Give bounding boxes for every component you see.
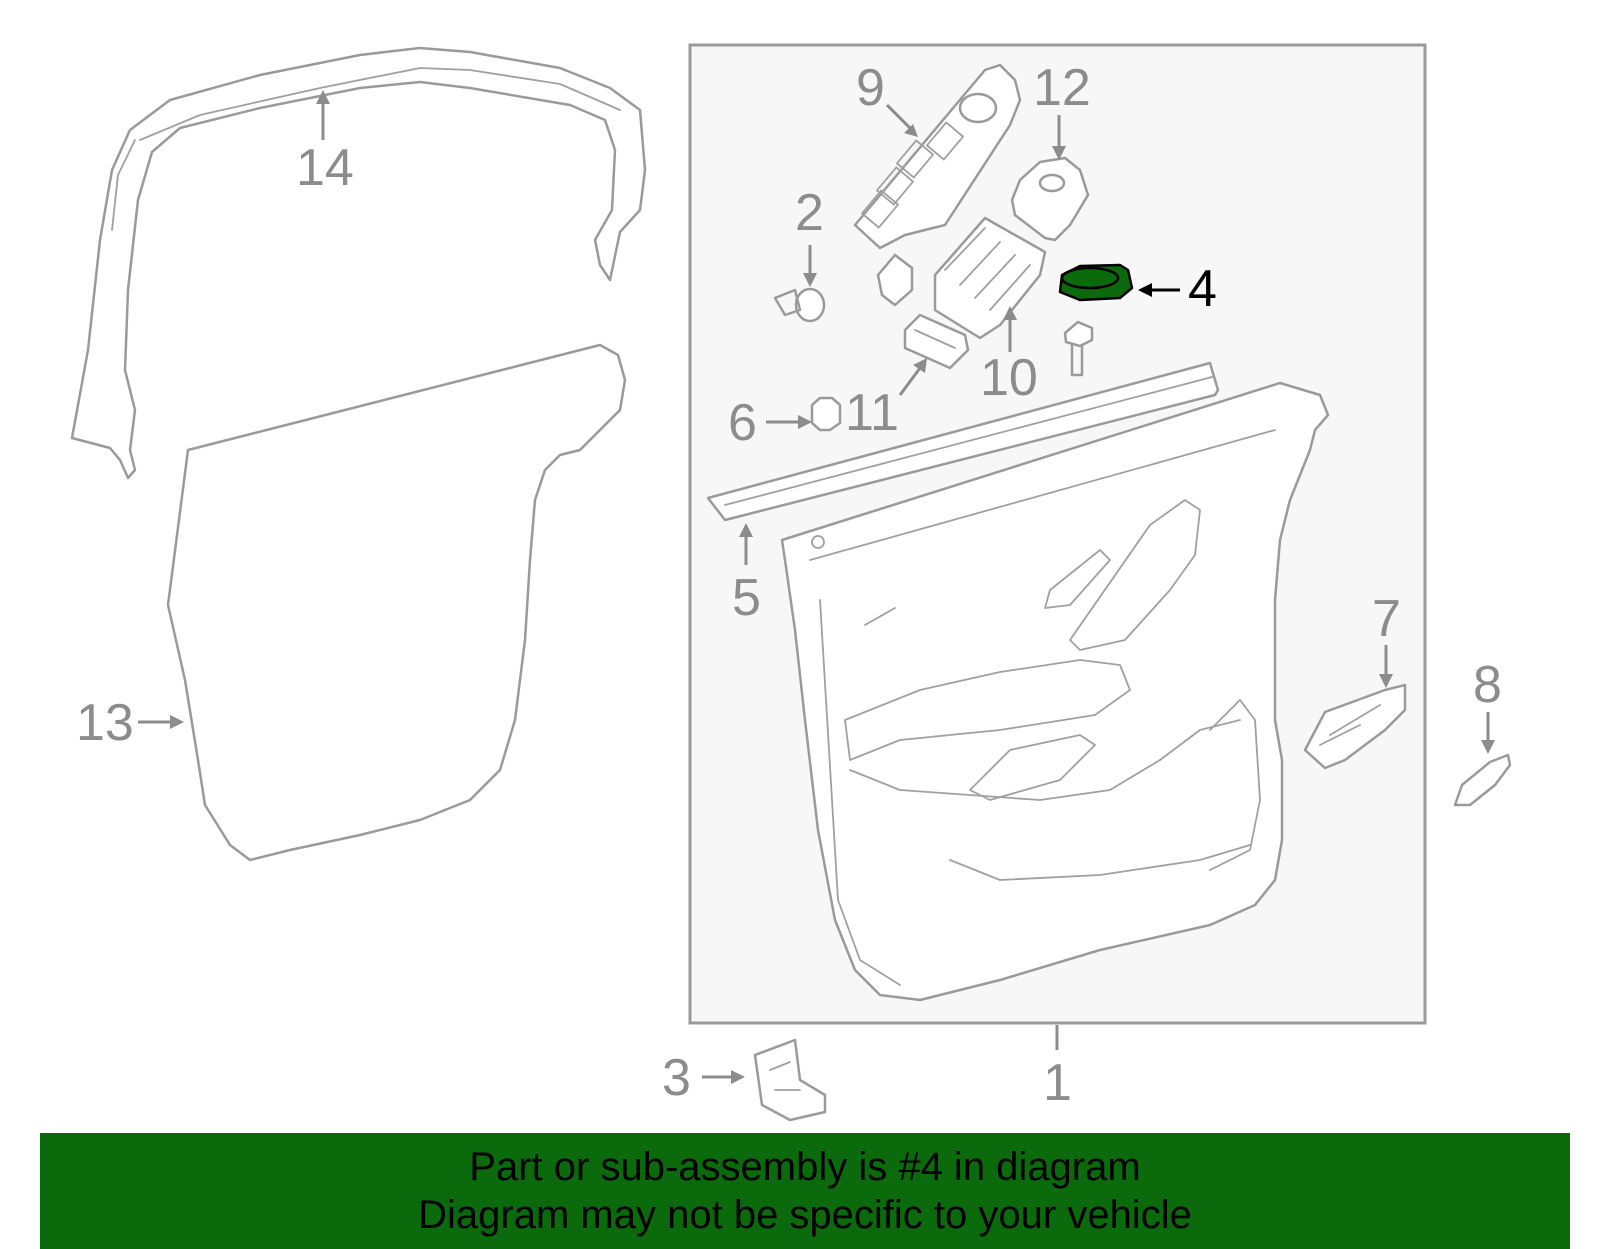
callout-5: 5 bbox=[732, 569, 761, 627]
callout-4-arrowhead bbox=[1138, 283, 1152, 297]
callout-13-arrowhead bbox=[170, 715, 184, 729]
part-info-banner: Part or sub-assembly is #4 in diagram Di… bbox=[40, 1133, 1570, 1249]
callout-5-arrowhead bbox=[739, 523, 753, 537]
part-5-belt-strip[interactable] bbox=[706, 361, 1220, 522]
banner-line-1: Part or sub-assembly is #4 in diagram bbox=[469, 1145, 1141, 1189]
callout-7: 7 bbox=[1372, 590, 1401, 648]
callout-2-arrowhead bbox=[803, 273, 817, 287]
callout-4: 4 bbox=[1188, 260, 1217, 318]
banner-line-2: Diagram may not be specific to your vehi… bbox=[418, 1193, 1192, 1237]
callout-11-arrowhead bbox=[913, 358, 927, 373]
part-2-push-pin[interactable] bbox=[773, 287, 826, 323]
callout-3: 3 bbox=[662, 1049, 691, 1107]
callout-12: 12 bbox=[1033, 59, 1091, 117]
callout-12-arrowhead bbox=[1052, 146, 1066, 160]
part-6-clip[interactable] bbox=[810, 396, 842, 432]
part-13-water-deflector[interactable] bbox=[166, 343, 627, 862]
part-3-bracket[interactable] bbox=[753, 1038, 827, 1122]
callout-7-arrowhead bbox=[1379, 674, 1393, 688]
part-10-window-switch[interactable] bbox=[933, 216, 1047, 340]
part-14-frame-molding[interactable] bbox=[70, 46, 647, 480]
callout-6-arrowhead bbox=[798, 415, 812, 429]
callout-11: 11 bbox=[845, 384, 899, 442]
callout-1: 1 bbox=[1043, 1054, 1072, 1112]
callout-13: 13 bbox=[76, 694, 134, 752]
callout-9-leader bbox=[885, 103, 912, 130]
callout-6: 6 bbox=[728, 394, 757, 452]
callout-14-arrowhead bbox=[316, 90, 330, 104]
callout-9: 9 bbox=[856, 59, 885, 117]
callout-10-arrowhead bbox=[1003, 306, 1017, 320]
callout-2: 2 bbox=[795, 184, 824, 242]
callout-11-leader bbox=[898, 367, 922, 396]
part-7-handle-bezel[interactable] bbox=[1303, 683, 1407, 770]
part-12-switch-cover[interactable] bbox=[1010, 156, 1090, 242]
part-9-switch-bezel[interactable] bbox=[853, 63, 1022, 250]
switch-bracket[interactable] bbox=[876, 253, 914, 307]
callout-3-arrowhead bbox=[731, 1070, 745, 1084]
callout-10: 10 bbox=[980, 349, 1038, 407]
callout-14: 14 bbox=[296, 139, 354, 197]
part-11-switch[interactable] bbox=[903, 313, 970, 370]
screw[interactable] bbox=[1063, 320, 1094, 377]
callout-8: 8 bbox=[1473, 656, 1502, 714]
callout-8-arrowhead bbox=[1481, 740, 1495, 754]
door-trim-panel[interactable] bbox=[780, 381, 1330, 1002]
part-4-highlighted-part[interactable] bbox=[1058, 263, 1134, 302]
part-8-cap[interactable] bbox=[1453, 753, 1512, 807]
callout-9-arrowhead bbox=[904, 124, 918, 137]
